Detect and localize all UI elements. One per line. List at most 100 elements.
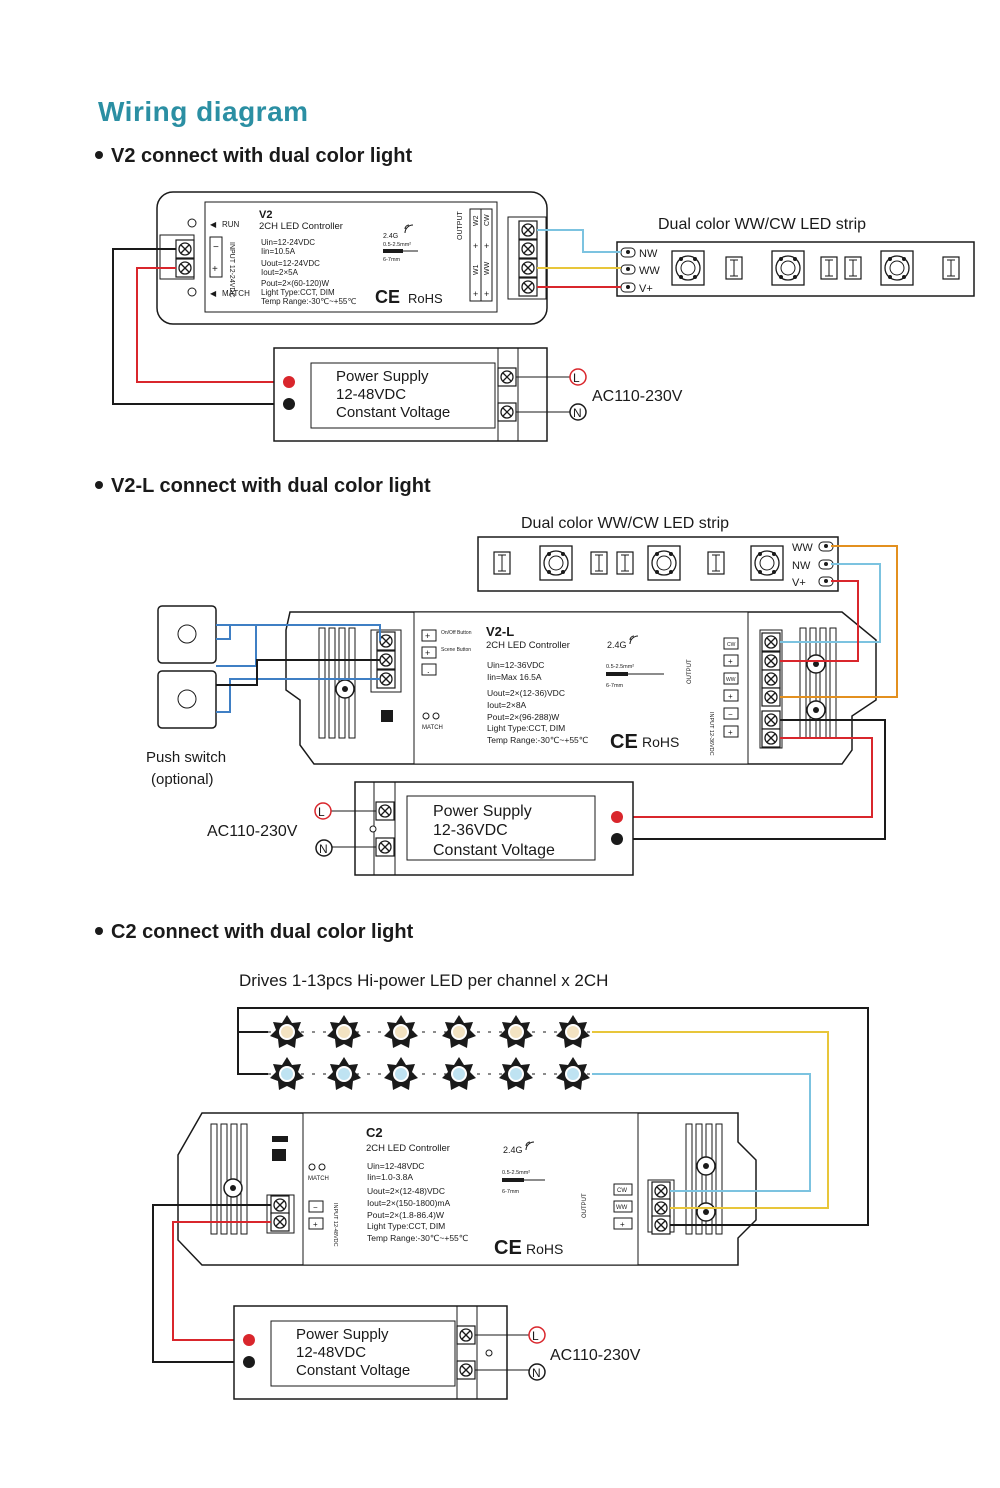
svg-text:+: +: [728, 692, 733, 701]
svg-text:◀: ◀: [210, 220, 217, 229]
wireless-icon: [525, 1141, 535, 1151]
svg-text:INPUT 12-36VDC: INPUT 12-36VDC: [708, 712, 714, 756]
svg-text:W1: W1: [473, 264, 480, 275]
v2-led-strip: NW WW V+: [616, 241, 975, 297]
svg-text:CW: CW: [727, 642, 736, 648]
push-switch: [157, 605, 217, 729]
ce-mark: CE: [375, 287, 400, 307]
section-title-v2l: V2-L connect with dual color light: [95, 475, 431, 498]
neutral-terminal-label: N: [573, 406, 582, 420]
svg-text:2.4G: 2.4G: [607, 640, 627, 650]
svg-text:Constant Voltage: Constant Voltage: [336, 404, 450, 421]
svg-text:Power Supply: Power Supply: [336, 368, 429, 385]
svg-text:Uin=12-24VDC: Uin=12-24VDC: [261, 238, 315, 247]
c2-led-array: [268, 1014, 600, 1091]
ce-mark: CE: [610, 731, 638, 753]
svg-text:Iout=2×5A: Iout=2×5A: [261, 268, 299, 277]
svg-text:+: +: [425, 648, 430, 658]
v2-power-supply: Power Supply 12-48VDC Constant Voltage L…: [273, 347, 683, 442]
svg-text:Iin=Max 16.5A: Iin=Max 16.5A: [487, 672, 542, 682]
ce-mark: CE: [494, 1237, 522, 1259]
svg-text:Iin=1.0-3.8A: Iin=1.0-3.8A: [367, 1172, 413, 1182]
page-title: Wiring diagram: [98, 96, 309, 127]
svg-text:WW: WW: [726, 677, 736, 683]
svg-text:MATCH: MATCH: [308, 1176, 329, 1182]
ac-input-label: AC110-230V: [592, 388, 683, 405]
rohs-mark: RoHS: [526, 1241, 563, 1257]
svg-text:+: +: [473, 241, 478, 251]
section-title-v2: V2 connect with dual color light: [95, 145, 412, 168]
svg-text:OUTPUT: OUTPUT: [687, 659, 693, 684]
match-label: MATCH: [222, 289, 250, 298]
neutral-terminal-label: N: [532, 1366, 541, 1380]
svg-text:NW: NW: [792, 560, 811, 572]
line-terminal-label: L: [318, 805, 325, 819]
line-terminal-label: L: [532, 1329, 539, 1343]
svg-text:CW: CW: [484, 214, 491, 226]
controller-model: V2-L: [486, 624, 514, 639]
svg-text:+: +: [484, 241, 489, 251]
neutral-terminal-label: N: [319, 842, 328, 856]
svg-text:0.5-2.5mm²: 0.5-2.5mm²: [383, 242, 411, 248]
v2l-wires: [216, 545, 898, 840]
svg-text:Uout=2×(12-48)VDC: Uout=2×(12-48)VDC: [367, 1186, 445, 1196]
svg-text:+: +: [484, 289, 489, 299]
bullet-icon: [95, 926, 103, 935]
svg-text:+: +: [313, 1220, 318, 1229]
svg-text:Iin=10.5A: Iin=10.5A: [261, 247, 296, 256]
svg-text:V+: V+: [792, 577, 806, 589]
svg-text:6-7mm: 6-7mm: [502, 1189, 520, 1195]
svg-text:Uout=2×(12-36)VDC: Uout=2×(12-36)VDC: [487, 688, 565, 698]
svg-text:+: +: [728, 728, 733, 737]
svg-text:W2: W2: [473, 215, 480, 226]
svg-text:Scene Button: Scene Button: [441, 647, 471, 653]
svg-text:−: −: [313, 1203, 318, 1212]
svg-text:Temp Range:-30℃~+55℃: Temp Range:-30℃~+55℃: [367, 1233, 469, 1243]
svg-text:+: +: [425, 631, 430, 641]
svg-text:Temp Range:-30℃~+55℃: Temp Range:-30℃~+55℃: [261, 297, 356, 306]
svg-text:Pout=2×(60-120)W: Pout=2×(60-120)W: [261, 279, 329, 288]
c2-controller: MATCH − + INPUT 12-48VDC C2 2CH LED Cont…: [177, 1112, 757, 1266]
svg-text:Uout=12-24VDC: Uout=12-24VDC: [261, 259, 320, 268]
c2-led-label: Drives 1-13pcs Hi-power LED per channel …: [239, 971, 608, 990]
svg-text:WW: WW: [792, 542, 813, 554]
svg-text:Pout=2×(1.8-86.4)W: Pout=2×(1.8-86.4)W: [367, 1210, 444, 1220]
svg-text:Pout=2×(96-288)W: Pout=2×(96-288)W: [487, 712, 559, 722]
svg-text:NW: NW: [639, 248, 658, 260]
controller-model: C2: [366, 1125, 383, 1140]
c2-wires: [152, 1007, 869, 1363]
controller-name: 2CH LED Controller: [366, 1143, 450, 1154]
svg-text:WW: WW: [616, 1205, 628, 1211]
svg-text:Uin=12-48VDC: Uin=12-48VDC: [367, 1161, 424, 1171]
svg-text:On/Off Button: On/Off Button: [441, 630, 472, 636]
c2-power-supply: Power Supply 12-48VDC Constant Voltage L…: [233, 1305, 641, 1400]
v2-wires: [112, 229, 621, 405]
svg-text:.: .: [427, 665, 430, 675]
controller-name: 2CH LED Controller: [259, 221, 343, 232]
v2l-led-strip: WW NW V+: [477, 536, 839, 592]
svg-text:CW: CW: [617, 1188, 627, 1194]
svg-text:Temp Range:-30℃~+55℃: Temp Range:-30℃~+55℃: [487, 735, 589, 745]
svg-text:12-48VDC: 12-48VDC: [296, 1344, 366, 1361]
svg-text:V+: V+: [639, 283, 653, 295]
svg-text:+: +: [473, 289, 478, 299]
v2-controller: ◀ RUN ◀ MATCH −+ INPUT 12-24VDC V2 2CH L…: [156, 191, 548, 325]
ac-input-label: AC110-230V: [550, 1347, 641, 1364]
svg-text:12-48VDC: 12-48VDC: [336, 386, 406, 403]
controller-model: V2: [259, 209, 272, 221]
svg-text:0.5-2.5mm²: 0.5-2.5mm²: [606, 664, 634, 670]
controller-name: 2CH LED Controller: [486, 640, 570, 651]
v2l-strip-label: Dual color WW/CW LED strip: [521, 515, 729, 532]
svg-text:0.5-2.5mm²: 0.5-2.5mm²: [502, 1170, 530, 1176]
svg-text:−: −: [213, 242, 219, 253]
svg-text:Light Type:CCT, DIM: Light Type:CCT, DIM: [487, 723, 565, 733]
svg-text:+: +: [212, 264, 218, 275]
ac-input-label: AC110-230V: [207, 823, 298, 840]
v2l-controller: + + . On/Off Button Scene Button MATCH V…: [285, 611, 877, 765]
run-indicator-label: RUN: [222, 220, 240, 229]
bullet-icon: [95, 480, 103, 489]
svg-text:WW: WW: [639, 265, 660, 277]
svg-text:12-36VDC: 12-36VDC: [433, 822, 508, 839]
v2-strip-label: Dual color WW/CW LED strip: [658, 216, 866, 233]
